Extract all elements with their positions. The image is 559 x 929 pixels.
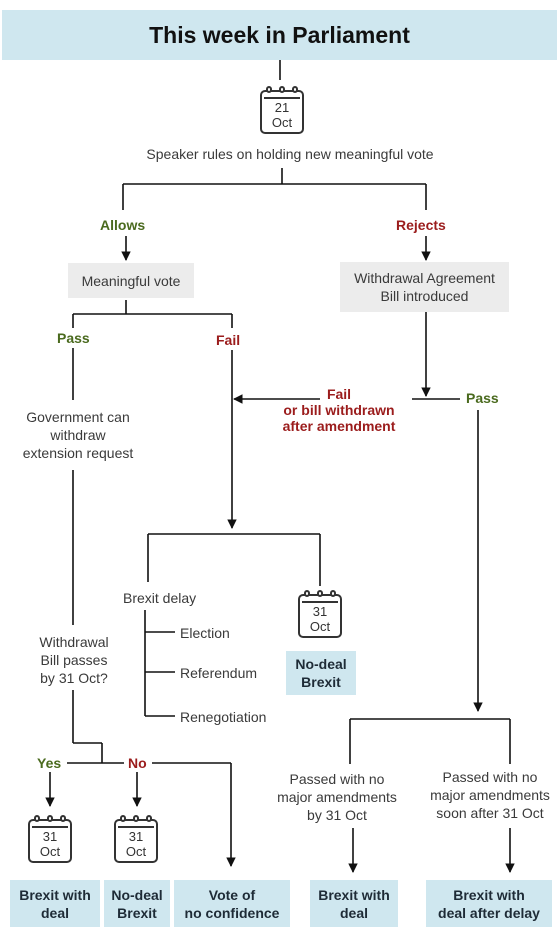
fail-label-left: Fail (216, 332, 241, 348)
allows-label: Allows (100, 217, 146, 233)
page-title: This week in Parliament (149, 21, 410, 48)
pass-label-left: Pass (57, 330, 90, 346)
speaker-text: Speaker rules on holding new meaningful … (146, 146, 434, 162)
title-bar: This week in Parliament (2, 10, 557, 60)
pass-label-right: Pass (466, 390, 499, 406)
delay-option-renegotiation: Renegotiation (180, 709, 267, 725)
delay-option-referendum: Referendum (180, 665, 258, 681)
meaningful-vote-box: Meaningful vote (68, 263, 194, 298)
withdrawal-bill-intro-box: Withdrawal Agreement Bill introduced (340, 262, 509, 312)
yes-label: Yes (37, 755, 62, 771)
delay-option-election: Election (180, 625, 230, 641)
no-label: No (128, 755, 147, 771)
rejects-label: Rejects (396, 217, 446, 233)
brexit-delay-text: Brexit delay (123, 590, 197, 606)
